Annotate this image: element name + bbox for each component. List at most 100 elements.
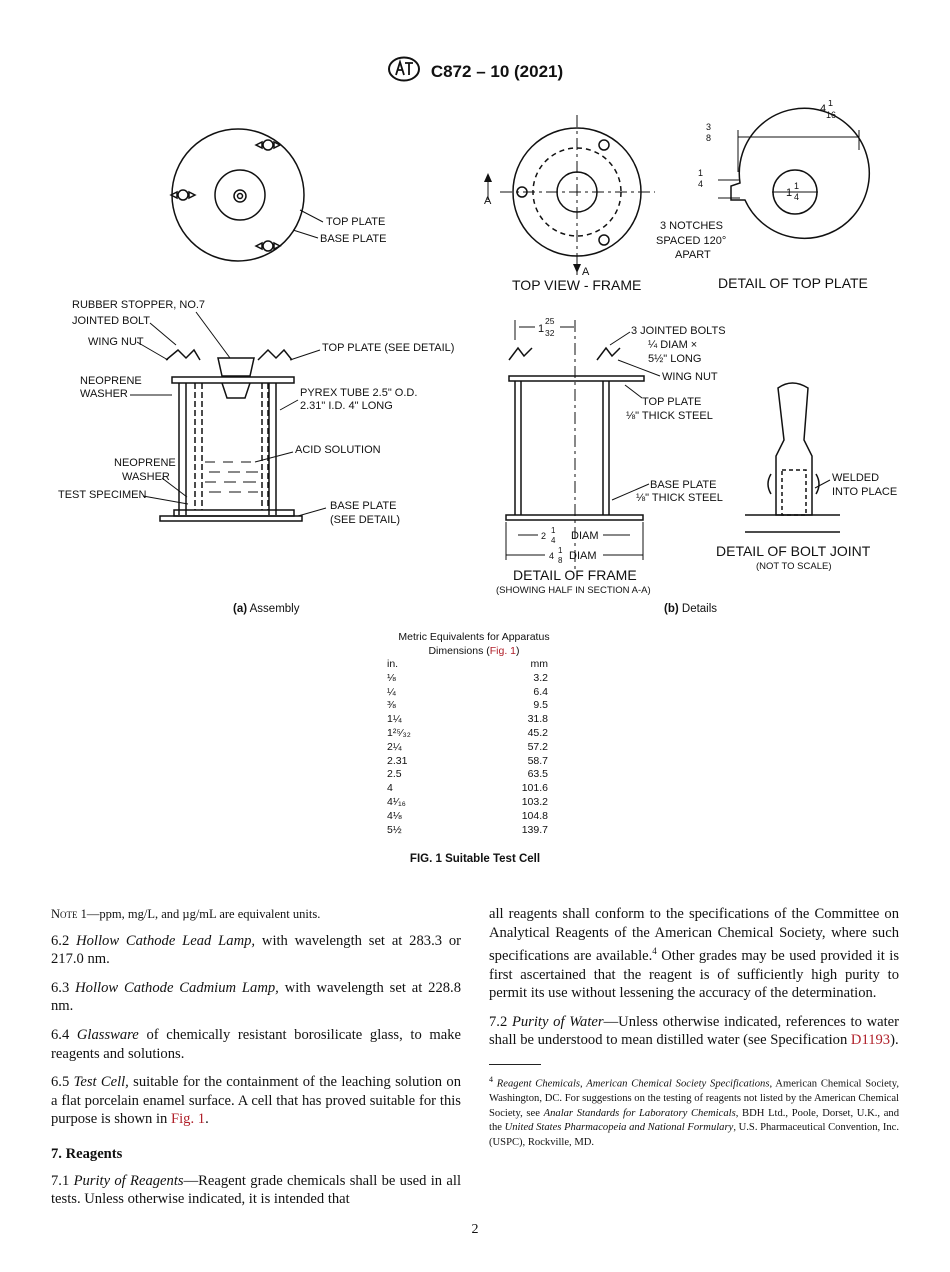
svg-text:TOP VIEW - FRAME: TOP VIEW - FRAME bbox=[512, 277, 641, 293]
column-header-mm: mm bbox=[530, 658, 549, 670]
svg-text:ACID SOLUTION: ACID SOLUTION bbox=[295, 444, 381, 456]
inch-cell: 1²⁵⁄₃₂ bbox=[387, 726, 411, 739]
svg-text:1: 1 bbox=[828, 100, 833, 108]
inch-cell: ⅜ bbox=[387, 699, 396, 712]
svg-text:BASE PLATE: BASE PLATE bbox=[320, 233, 386, 245]
svg-text:(SEE DETAIL): (SEE DETAIL) bbox=[330, 514, 400, 526]
svg-text:⅛" THICK STEEL: ⅛" THICK STEEL bbox=[636, 492, 723, 504]
svg-text:INTO PLACE: INTO PLACE bbox=[832, 486, 897, 498]
footnote-4: 4 Reagent Chemicals, American Chemical S… bbox=[489, 1075, 900, 1148]
column-header-in: in. bbox=[387, 658, 399, 670]
svg-text:TOP PLATE: TOP PLATE bbox=[326, 216, 385, 228]
table-row: 1²⁵⁄₃₂ 45.2 bbox=[387, 727, 552, 741]
svg-text:3 JOINTED BOLTS: 3 JOINTED BOLTS bbox=[631, 325, 726, 337]
para-7-1: 7.1 Purity of Reagents—Reagent grade che… bbox=[51, 1172, 462, 1208]
svg-text:4: 4 bbox=[549, 551, 554, 561]
svg-text:25: 25 bbox=[545, 316, 555, 326]
svg-text:DIAM: DIAM bbox=[569, 550, 597, 562]
svg-text:4: 4 bbox=[820, 103, 826, 115]
mm-cell: 57.2 bbox=[527, 740, 548, 753]
svg-text:JOINTED BOLT: JOINTED BOLT bbox=[72, 315, 150, 327]
note-1: Note 1—ppm, mg/L, and µg/mL are equivale… bbox=[51, 907, 321, 921]
svg-text:4: 4 bbox=[551, 536, 556, 545]
para-6-4: 6.4 Glassware of chemically resistant bo… bbox=[51, 1026, 461, 1062]
mm-cell: 9.5 bbox=[533, 699, 548, 712]
svg-text:1: 1 bbox=[698, 168, 703, 178]
inch-cell: 5½ bbox=[387, 823, 402, 836]
inch-cell: ⅛ bbox=[387, 671, 396, 684]
svg-text:2.31" I.D. 4" LONG: 2.31" I.D. 4" LONG bbox=[300, 400, 393, 412]
table-row: 2.31 58.7 bbox=[387, 755, 552, 769]
svg-text:BASE PLATE: BASE PLATE bbox=[650, 479, 716, 491]
svg-text:WING NUT: WING NUT bbox=[88, 336, 144, 348]
inch-cell: 2.5 bbox=[387, 768, 402, 781]
page-header: C872 – 10 (2021) bbox=[0, 56, 950, 87]
wing-nut-icon bbox=[254, 139, 282, 151]
para-6-5: 6.5 Test Cell, suitable for the containm… bbox=[51, 1074, 461, 1128]
para-7-2: 7.2 Purity of Water—Unless otherwise ind… bbox=[489, 1013, 900, 1049]
inch-cell: 1¼ bbox=[387, 713, 402, 726]
fig-1-link[interactable]: Fig. 1 bbox=[489, 644, 517, 657]
frame-detail bbox=[505, 320, 661, 570]
bolt-joint-detail bbox=[745, 382, 840, 533]
table-row: 2¼ 57.2 bbox=[387, 741, 552, 755]
svg-text:1: 1 bbox=[538, 323, 544, 335]
footnote-ref[interactable]: 4 bbox=[652, 946, 657, 957]
svg-text:DIAM: DIAM bbox=[571, 530, 599, 542]
svg-text:(SHOWING HALF IN SECTION A-A): (SHOWING HALF IN SECTION A-A) bbox=[496, 585, 651, 596]
svg-text:2: 2 bbox=[541, 531, 546, 541]
mm-cell: 31.8 bbox=[527, 713, 548, 726]
svg-text:DETAIL OF BOLT JOINT: DETAIL OF BOLT JOINT bbox=[716, 543, 871, 559]
mm-cell: 101.6 bbox=[521, 782, 548, 795]
svg-text:WASHER: WASHER bbox=[80, 388, 128, 400]
footnote-divider bbox=[489, 1064, 541, 1066]
svg-text:1: 1 bbox=[558, 546, 563, 555]
svg-text:¼ DIAM ×: ¼ DIAM × bbox=[648, 339, 697, 351]
svg-text:4: 4 bbox=[794, 192, 799, 202]
wing-nut-icon bbox=[169, 189, 197, 201]
svg-text:NEOPRENE: NEOPRENE bbox=[114, 457, 176, 469]
para-6-3: 6.3 Hollow Cathode Cadmium Lamp, with wa… bbox=[51, 979, 462, 1015]
svg-text:TOP PLATE: TOP PLATE bbox=[642, 396, 701, 408]
para-7-1-continued: all reagents shall conform to the specif… bbox=[489, 906, 900, 1002]
table-row: 5½ 139.7 bbox=[387, 824, 552, 838]
svg-text:16: 16 bbox=[826, 110, 836, 120]
standard-designation: C872 – 10 (2021) bbox=[430, 61, 564, 81]
right-column: all reagents shall conform to the specif… bbox=[489, 905, 899, 1151]
table-row: ⅛ 3.2 bbox=[387, 672, 552, 686]
mm-cell: 3.2 bbox=[533, 671, 548, 684]
svg-text:DETAIL OF FRAME: DETAIL OF FRAME bbox=[513, 567, 637, 583]
mm-cell: 139.7 bbox=[521, 823, 548, 836]
svg-text:⅛" THICK STEEL: ⅛" THICK STEEL bbox=[626, 410, 713, 422]
top-view-frame bbox=[484, 115, 655, 275]
d1193-link[interactable]: D1193 bbox=[850, 1032, 891, 1049]
inch-cell: 2¼ bbox=[387, 740, 402, 753]
section-heading-reagents: 7. Reagents bbox=[51, 1145, 123, 1162]
svg-text:WASHER: WASHER bbox=[122, 471, 170, 483]
mm-cell: 45.2 bbox=[527, 726, 548, 739]
svg-text:PYREX TUBE 2.5" O.D.: PYREX TUBE 2.5" O.D. bbox=[300, 387, 417, 399]
inch-cell: ¼ bbox=[387, 685, 396, 698]
mm-cell: 58.7 bbox=[527, 754, 548, 767]
inch-cell: 4⅛ bbox=[387, 809, 402, 822]
svg-text:1: 1 bbox=[794, 181, 799, 191]
mm-cell: 103.2 bbox=[521, 795, 548, 808]
svg-text:APART: APART bbox=[675, 249, 711, 261]
figure-caption: FIG. 1 Suitable Test Cell bbox=[409, 853, 541, 865]
svg-text:32: 32 bbox=[545, 328, 555, 338]
svg-text:1: 1 bbox=[551, 526, 556, 535]
para-6-2: 6.2 Hollow Cathode Lead Lamp, with wavel… bbox=[51, 932, 461, 968]
svg-text:BASE PLATE: BASE PLATE bbox=[330, 500, 396, 512]
svg-text:TEST SPECIMEN: TEST SPECIMEN bbox=[58, 489, 146, 501]
inch-cell: 2.31 bbox=[387, 754, 408, 767]
table-row: ⅜ 9.5 bbox=[387, 699, 552, 713]
metric-table-title: Metric Equivalents for Apparatus Dimensi… bbox=[398, 631, 550, 657]
wing-nut-icon bbox=[254, 240, 282, 252]
svg-text:8: 8 bbox=[706, 133, 711, 143]
fig-1-link[interactable]: Fig. 1 bbox=[171, 1111, 206, 1128]
svg-text:5½" LONG: 5½" LONG bbox=[648, 353, 701, 365]
